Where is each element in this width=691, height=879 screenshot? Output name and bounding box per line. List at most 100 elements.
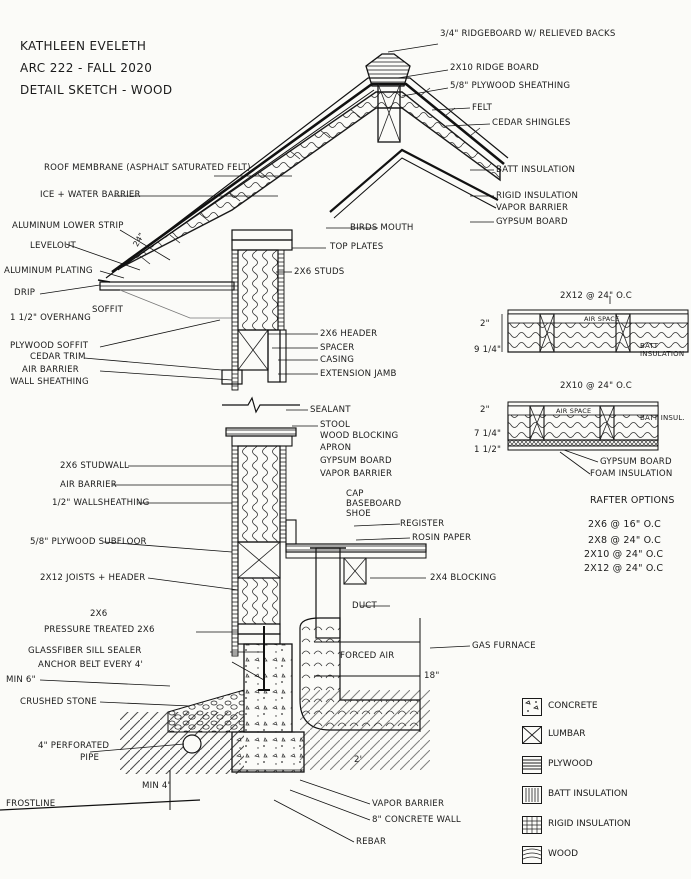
label-casing: CASING	[320, 355, 355, 365]
rigid-insulation-icon	[522, 816, 542, 834]
label-sealant: SEALANT	[310, 405, 351, 415]
rafter-detail-2-gypsum: GYPSUM BOARD	[600, 457, 672, 467]
label-plywood-soffit: PLYWOOD SOFFIT	[10, 341, 89, 351]
label-apron: APRON	[320, 443, 352, 453]
plywood-hatch-icon	[522, 756, 542, 774]
label-cedar-shingles: CEDAR SHINGLES	[492, 118, 571, 128]
upper-wall	[221, 229, 293, 391]
label-plywood-sheathing: 5/8" PLYWOOD SHEATHING	[450, 81, 571, 91]
label-rigid-insulation: RIGID INSULATION	[496, 191, 579, 201]
break-line	[222, 396, 300, 414]
label-plywood-subfloor: 5/8" PLYWOOD SUBFLOOR	[30, 537, 147, 547]
label-wall-sheathing-lower: 1/2" WALLSHEATHING	[52, 498, 150, 508]
label-ridge-board: 2X10 RIDGE BOARD	[450, 63, 539, 73]
rafter-option: 2X12 @ 24" O.C	[584, 563, 664, 574]
wood-grain-icon	[522, 846, 542, 864]
rafter-options-title: RAFTER OPTIONS	[590, 495, 675, 506]
lumber-x-icon	[522, 726, 542, 744]
label-min-4ft: MIN 4'	[142, 781, 171, 791]
label-roof-membrane: ROOF MEMBRANE (ASPHALT SATURATED FELT)	[44, 163, 251, 173]
label-gas-furnace: GAS FURNACE	[472, 641, 536, 651]
label-anchor-belt: ANCHOR BELT EVERY 4'	[38, 660, 144, 670]
label-extension-jamb: EXTENSION JAMB	[320, 369, 397, 379]
concrete-hatch-icon	[522, 698, 542, 716]
legend-plywood: PLYWOOD	[548, 759, 593, 769]
label-drip: DRIP	[14, 288, 36, 298]
label-rosin-paper: ROSIN PAPER	[412, 533, 472, 543]
legend-lumber: LUMBAR	[548, 729, 586, 739]
label-rebar: REBAR	[356, 837, 387, 847]
label-joists-header: 2X12 JOISTS + HEADER	[40, 573, 146, 583]
label-dim-2ft: 2'	[354, 755, 363, 765]
rafter-detail-2x10	[507, 401, 659, 475]
sheet-title: DETAIL SKETCH - WOOD	[20, 83, 173, 97]
label-dim-18: 18"	[424, 671, 440, 681]
label-2x6-studwall: 2X6 STUDWALL	[60, 461, 130, 471]
label-concrete-wall: 8" CONCRETE WALL	[372, 815, 461, 825]
rafter-detail-2-dim-top: 2"	[480, 405, 490, 415]
label-aluminum-louver: ALUMINUM LOWER STRIP	[12, 221, 124, 231]
label-gypsum-board-roof: GYPSUM BOARD	[496, 217, 568, 227]
rafter-detail-2-batt: BATT INSUL.	[640, 414, 685, 422]
rafter-detail-2-air-space: AIR SPACE	[556, 407, 592, 415]
label-stool: STOOL	[320, 420, 351, 430]
label-pressure-treated: PRESSURE TREATED 2X6	[44, 625, 155, 635]
rafter-option: 2X6 @ 16" O.C	[588, 519, 661, 530]
label-cap: CAP	[346, 489, 364, 499]
label-sill-sealer: GLASSFIBER SILL SEALER	[28, 646, 142, 656]
label-baseboard: BASEBOARD	[346, 499, 402, 509]
rafter-detail-2-dim-bot: 1 1/2"	[474, 445, 502, 455]
label-felt: FELT	[472, 103, 493, 113]
rafter-detail-1-dim-top: 2"	[480, 319, 490, 329]
rafter-option: 2X10 @ 24" O.C	[584, 549, 664, 560]
label-perforated-pipe-1: 4" PERFORATED	[38, 741, 110, 751]
legend-wood: WOOD	[548, 849, 578, 859]
label-levelout: LEVELOUT	[30, 241, 76, 251]
label-top-plates: TOP PLATES	[330, 242, 384, 252]
label-spacer: SPACER	[320, 343, 355, 353]
label-soffit: SOFFIT	[92, 305, 124, 315]
rafter-detail-2-title: 2X10 @ 24" O.C	[560, 381, 632, 391]
label-crushed-stone: CRUSHED STONE	[20, 697, 97, 707]
label-cedar-trim: CEDAR TRIM	[30, 352, 86, 362]
label-perforated-pipe-2: PIPE	[80, 753, 100, 763]
rafter-option: 2X8 @ 24" O.C	[588, 535, 661, 546]
legend-batt-insulation: BATT INSULATION	[548, 789, 628, 799]
label-2x6-studs: 2X6 STUDS	[294, 267, 345, 277]
rafter-detail-1-dim-mid: 9 1/4"	[474, 345, 502, 355]
label-air-barrier-upper: AIR BARRIER	[22, 365, 79, 375]
label-overhang: 1 1/2" OVERHANG	[10, 313, 92, 323]
label-ice-water-barrier: ICE + WATER BARRIER	[40, 190, 141, 200]
label-vapor-barrier-wall: VAPOR BARRIER	[320, 469, 393, 479]
label-forced-air: FORCED AIR	[340, 651, 395, 661]
rafter-detail-1-batt: BATT INSULATION	[640, 342, 685, 359]
label-2x4-blocking: 2X4 BLOCKING	[430, 573, 497, 583]
label-aluminum-plating: ALUMINUM PLATING	[4, 266, 93, 276]
label-2x6-header: 2X6 HEADER	[320, 329, 378, 339]
label-wall-sheathing-upper: WALL SHEATHING	[10, 377, 89, 387]
batt-insulation-icon	[522, 786, 542, 804]
label-birds-mouth: BIRDS MOUTH	[350, 223, 414, 233]
label-duct: DUCT	[352, 601, 377, 611]
rafter-detail-1-title: 2X12 @ 24" O.C	[560, 291, 632, 301]
label-frostline: FROSTLINE	[6, 799, 56, 809]
label-air-barrier-lower: AIR BARRIER	[60, 480, 117, 490]
label-shoe: SHOE	[346, 509, 371, 519]
leader-lines	[39, 43, 494, 843]
label-wood-blocking: WOOD BLOCKING	[320, 431, 399, 441]
author-name: KATHLEEN EVELETH	[20, 39, 147, 53]
course-label: ARC 222 - FALL 2020	[20, 61, 153, 75]
rafter-detail-2-foam: FOAM INSULATION	[590, 469, 673, 479]
label-gypsum-board-wall: GYPSUM BOARD	[320, 456, 392, 466]
label-batt-insulation: BATT INSULATION	[496, 165, 576, 175]
legend-rigid-insulation: RIGID INSULATION	[548, 819, 631, 829]
label-ridge-board-relieved: 3/4" RIDGEBOARD W/ RELIEVED BACKS	[440, 29, 616, 39]
label-min-6: MIN 6"	[6, 675, 36, 685]
label-vapor-barrier-foundation: VAPOR BARRIER	[372, 799, 445, 809]
label-register: REGISTER	[400, 519, 445, 529]
lower-wall	[225, 427, 297, 657]
legend-concrete: CONCRETE	[548, 701, 598, 711]
rafter-detail-2x12	[501, 296, 689, 353]
label-2x6-plate: 2X6	[90, 609, 108, 619]
